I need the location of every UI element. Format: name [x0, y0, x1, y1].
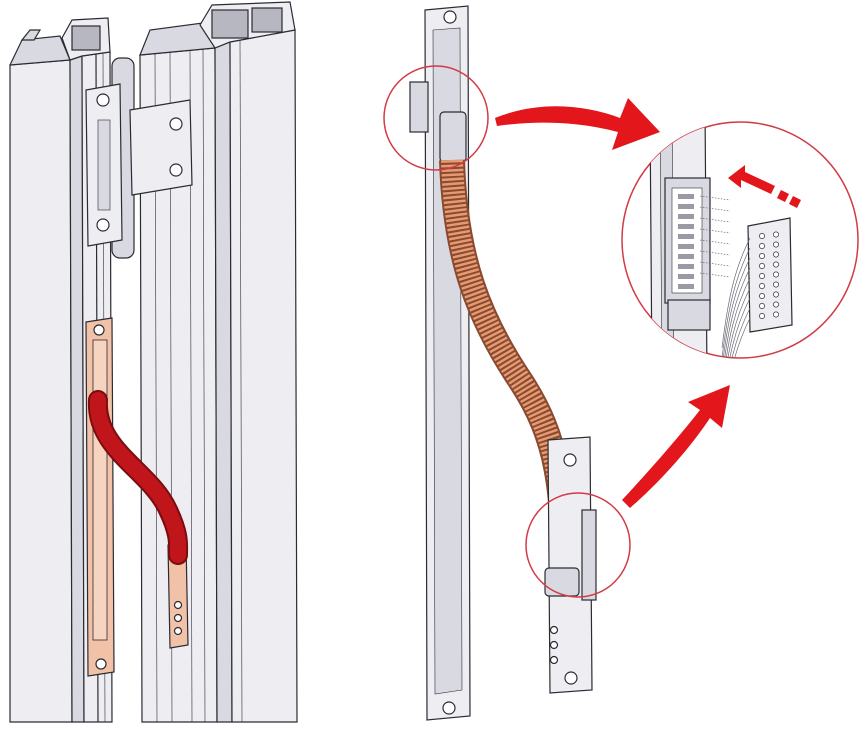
plug-wire	[721, 267, 751, 358]
plug-hole	[759, 273, 765, 279]
socket-wires	[699, 195, 731, 278]
short-mounting-plate	[547, 436, 593, 694]
plug-hole	[759, 243, 765, 249]
insertion-arrow	[728, 165, 775, 194]
plate-hole	[549, 655, 559, 665]
plug-hole	[759, 233, 765, 239]
rail-connector-block	[409, 81, 429, 133]
sash-groove-5	[239, 40, 243, 723]
callout-circle-top	[383, 65, 489, 171]
socket-wire	[699, 228, 731, 234]
socket-wire	[699, 217, 731, 223]
socket-pin	[678, 244, 694, 249]
plug-holes	[759, 231, 779, 319]
plug-hole	[773, 291, 779, 298]
plug-hole	[759, 263, 765, 269]
socket-pin	[678, 194, 694, 199]
socket-wire	[699, 239, 731, 245]
plug-hole	[773, 241, 779, 248]
plug-hole	[759, 293, 765, 299]
plug-wire	[721, 297, 751, 358]
socket-pin	[678, 274, 694, 279]
plug-wire	[721, 317, 751, 358]
plug-wire	[721, 247, 751, 358]
hinge-leaf-right	[129, 99, 193, 196]
hinge-screw	[96, 218, 110, 232]
short-plate-screw-hole	[563, 453, 577, 467]
red-arrow-lower	[622, 385, 730, 508]
left-profile-chamber-hole	[71, 25, 101, 51]
sash-groove-4	[202, 48, 206, 723]
short-plate-connector	[581, 509, 597, 601]
sash-chamber-hole-2	[251, 7, 283, 33]
callout-arrows	[495, 98, 730, 508]
plug-wire	[721, 277, 751, 358]
orange-cable-coil	[441, 159, 576, 576]
hinge-screw	[96, 93, 110, 107]
exploded-cable-illustration	[383, 5, 631, 721]
plug-wire	[721, 307, 751, 358]
sash-plate-screw	[173, 600, 183, 610]
insertion-arrow-dash	[777, 190, 789, 202]
sash-plate-screw	[173, 613, 183, 623]
plug-wires	[721, 237, 751, 358]
zoom-socket-base	[667, 299, 711, 331]
callout-circle-bottom	[525, 492, 631, 598]
rail-screw-hole	[442, 701, 456, 715]
plug-hole	[759, 303, 765, 309]
sash-plate-screw	[173, 626, 183, 636]
left-frame-profile	[9, 59, 73, 723]
socket-pin	[678, 224, 694, 229]
plug-wire	[721, 287, 751, 358]
socket-wire	[699, 261, 731, 267]
rail-screw-hole	[443, 10, 457, 24]
copper-plate-recess	[92, 339, 108, 641]
socket-pin	[678, 214, 694, 219]
red-cable-coil	[89, 392, 187, 563]
socket-pin	[678, 204, 694, 209]
zoom-plug	[747, 217, 793, 333]
socket-pin	[678, 234, 694, 239]
socket-pins	[678, 194, 694, 289]
socket-wire	[699, 272, 731, 278]
hinge-screw	[169, 117, 183, 131]
insertion-arrow-dash	[789, 196, 801, 208]
plug-hole	[759, 313, 765, 319]
plate-screw	[93, 324, 105, 336]
plug-hole	[773, 231, 779, 238]
plug-hole	[773, 281, 779, 288]
plug-hole	[773, 301, 779, 308]
cable-sleeve-bottom	[544, 567, 580, 597]
plug-hole	[773, 251, 779, 258]
plug-hole	[773, 261, 779, 268]
plug-hole	[759, 283, 765, 289]
plate-hole	[549, 625, 559, 635]
socket-pin	[678, 254, 694, 259]
plug-wire	[721, 237, 751, 349]
plate-hole	[549, 640, 559, 650]
plug-hole	[773, 271, 779, 278]
left-profile-top	[9, 35, 71, 66]
plug-hole	[759, 253, 765, 259]
cable-sleeve-top	[439, 111, 467, 163]
socket-pin	[678, 264, 694, 269]
connector-zoom-detail	[621, 121, 859, 359]
plug-hole	[773, 311, 779, 318]
plate-screw	[95, 658, 107, 670]
right-sash-side	[214, 41, 233, 723]
socket-pin	[678, 284, 694, 289]
red-arrow-upper	[495, 98, 660, 150]
socket-wire	[699, 206, 731, 212]
hinge-screw	[169, 163, 183, 177]
left-profile-lip	[20, 29, 42, 41]
mounted-profiles-illustration	[9, 1, 298, 723]
socket-wire	[699, 195, 731, 201]
socket-wire	[699, 250, 731, 256]
hinge-slot	[97, 119, 111, 211]
short-plate-screw-hole	[564, 671, 578, 685]
plug-wire	[721, 257, 751, 358]
sash-chamber-hole	[211, 9, 249, 39]
